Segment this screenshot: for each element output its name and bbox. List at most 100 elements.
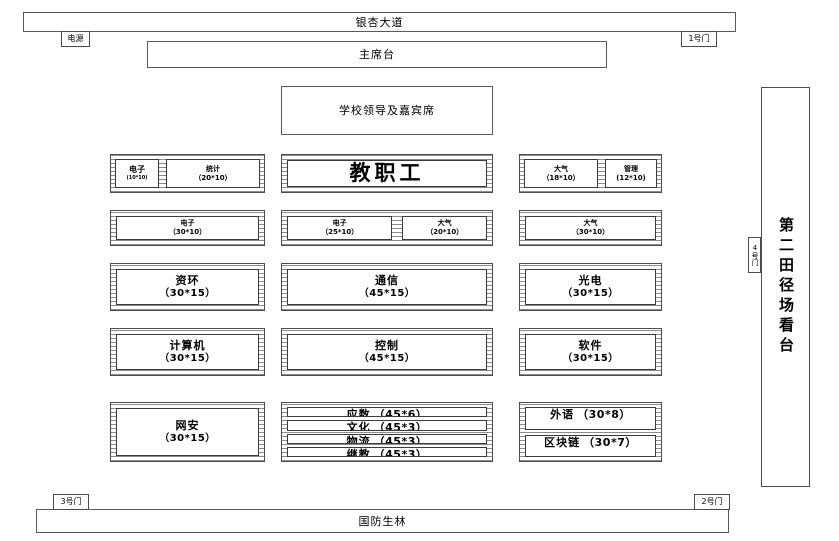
cell-name: 软件	[578, 338, 603, 352]
seat-cell-wuliu: 物流 （45*3）	[287, 433, 487, 444]
seat-cell-wangan: 网安 （30*15）	[116, 408, 259, 456]
block-r1c2-staff[interactable]: 教职工	[281, 154, 493, 193]
seat-cell-qukuailian: 区块链 （30*7）	[525, 434, 656, 457]
seat-cell-dianzi-10x10: 电子 (10*10)	[115, 159, 159, 188]
guest-seating-area: 学校领导及嘉宾席	[281, 86, 493, 135]
cell-dim: （20*10）	[194, 173, 232, 182]
cell-dim: （30*15）	[562, 287, 619, 299]
cell-divider	[598, 159, 605, 188]
cell-dim: （30*15）	[159, 287, 216, 299]
gate-2-box[interactable]: 2号门	[694, 494, 730, 510]
block-r4c1[interactable]: 计算机 （30*15）	[110, 328, 265, 376]
seat-cell-waiyu: 外语 （30*8）	[525, 407, 656, 430]
cell-dim: （45*6）	[373, 408, 428, 418]
cell-divider	[392, 216, 402, 240]
cell-name: 光电	[578, 273, 603, 287]
block-r3c3[interactable]: 光电 （30*15）	[519, 263, 662, 311]
cell-dim: (12*10)	[616, 173, 646, 182]
cell-name: 大气	[437, 219, 452, 228]
cell-name: 控制	[375, 338, 399, 352]
cell-dim: （45*3）	[373, 434, 428, 444]
cell-dim: （45*3）	[373, 447, 428, 457]
seat-cell-jiaozhigong: 教职工	[287, 160, 487, 187]
cell-divider	[159, 159, 166, 188]
block-r1c3[interactable]: 大气 （18*10） 管理 (12*10)	[519, 154, 662, 193]
main-stage: 主席台	[147, 41, 607, 68]
bleacher-stand[interactable]: 第二田径场看台	[761, 87, 810, 487]
seat-cell-jisuanji: 计算机 （30*15）	[116, 334, 259, 370]
seat-cell-zihuan: 资环 （30*15）	[116, 269, 259, 305]
cell-name: 继教	[346, 447, 371, 457]
power-box: 电源	[61, 31, 90, 47]
guest-seating-label: 学校领导及嘉宾席	[339, 104, 435, 117]
seat-cell-guanli-12x10: 管理 (12*10)	[605, 159, 657, 188]
bottom-road-bar: 国防生林	[36, 509, 729, 533]
block-r5c2[interactable]: 应数 （45*6） 文化 （45*3） 物流 （45*3） 继教 （45*3）	[281, 402, 493, 462]
seat-cell-kongzhi: 控制 （45*15）	[287, 334, 487, 370]
block-r3c1[interactable]: 资环 （30*15）	[110, 263, 265, 311]
seat-cell-dianzi-30x10: 电子 （30*10）	[116, 216, 259, 240]
gate-1-label: 1号门	[688, 34, 710, 43]
bottom-road-label: 国防生林	[358, 514, 407, 528]
seat-cell-wenhua: 文化 （45*3）	[287, 420, 487, 431]
seat-cell-jijiao: 继教 （45*3）	[287, 446, 487, 457]
block-r2c2[interactable]: 电子 （25*10） 大气 （20*10）	[281, 210, 493, 246]
block-r1c1[interactable]: 电子 (10*10) 统计 （20*10）	[110, 154, 265, 193]
gate-1-box[interactable]: 1号门	[681, 31, 717, 47]
top-road-label: 银杏大道	[355, 15, 404, 29]
block-r3c2[interactable]: 通信 （45*15）	[281, 263, 493, 311]
cell-dim: （30*10）	[168, 228, 207, 236]
cell-name: 区块链	[544, 435, 581, 449]
cell-name: 电子	[129, 165, 145, 175]
cell-dim: （20*10）	[426, 228, 464, 236]
seat-cell-daqi-18x10: 大气 （18*10）	[524, 159, 598, 188]
block-r2c1[interactable]: 电子 （30*10）	[110, 210, 265, 246]
cell-name: 教职工	[349, 161, 425, 186]
seat-cell-guangdian: 光电 （30*15）	[525, 269, 656, 305]
main-stage-label: 主席台	[359, 48, 395, 61]
cell-name: 电子	[180, 219, 195, 228]
cell-name: 物流	[346, 434, 371, 444]
block-r5c3[interactable]: 外语 （30*8） 区块链 （30*7）	[519, 402, 662, 462]
seat-cell-yingshu: 应数 （45*6）	[287, 407, 487, 418]
block-r2c3[interactable]: 大气 （30*10）	[519, 210, 662, 246]
power-box-label: 电源	[67, 34, 84, 43]
cell-dim: （25*10）	[321, 228, 359, 236]
cell-name: 文化	[346, 421, 371, 431]
block-r4c2[interactable]: 控制 （45*15）	[281, 328, 493, 376]
bleacher-label: 第二田径场看台	[777, 217, 795, 357]
cell-name: 大气	[583, 219, 598, 228]
gate-4-label: 4号门	[751, 244, 759, 266]
cell-name: 应数	[346, 408, 371, 418]
cell-dim: （30*15）	[159, 352, 216, 364]
cell-name: 外语	[550, 408, 575, 421]
gate-3-box[interactable]: 3号门	[53, 494, 89, 510]
cell-dim: （30*15）	[562, 352, 619, 364]
cell-name: 统计	[206, 164, 220, 173]
seat-cell-tongxin: 通信 （45*15）	[287, 269, 487, 305]
cell-dim: （45*3）	[373, 421, 428, 431]
cell-name: 计算机	[169, 338, 206, 352]
seat-cell-tongji-20x10: 统计 （20*10）	[166, 159, 260, 188]
seat-cell-daqi-30x10: 大气 （30*10）	[525, 216, 656, 240]
gate-4-box[interactable]: 4号门	[748, 237, 761, 273]
gate-3-label: 3号门	[60, 497, 82, 506]
block-r4c3[interactable]: 软件 （30*15）	[519, 328, 662, 376]
seat-cell-daqi-20x10: 大气 （20*10）	[402, 216, 487, 240]
cell-name: 网安	[175, 418, 200, 432]
cell-dim: （45*15）	[358, 352, 416, 364]
cell-dim: （30*15）	[159, 432, 216, 444]
top-road-bar: 银杏大道	[23, 12, 736, 32]
cell-dim: （45*15）	[358, 287, 416, 299]
gate-2-label: 2号门	[701, 497, 723, 506]
cell-dim: (10*10)	[126, 175, 148, 182]
cell-name: 资环	[175, 273, 200, 287]
cell-dim: （30*10）	[571, 228, 610, 236]
seat-cell-ruanjian: 软件 （30*15）	[525, 334, 656, 370]
block-r5c1[interactable]: 网安 （30*15）	[110, 402, 265, 462]
cell-name: 大气	[554, 164, 568, 173]
cell-name: 管理	[624, 164, 638, 173]
cell-dim: （30*7）	[583, 435, 637, 449]
cell-dim: （30*8）	[577, 408, 631, 421]
